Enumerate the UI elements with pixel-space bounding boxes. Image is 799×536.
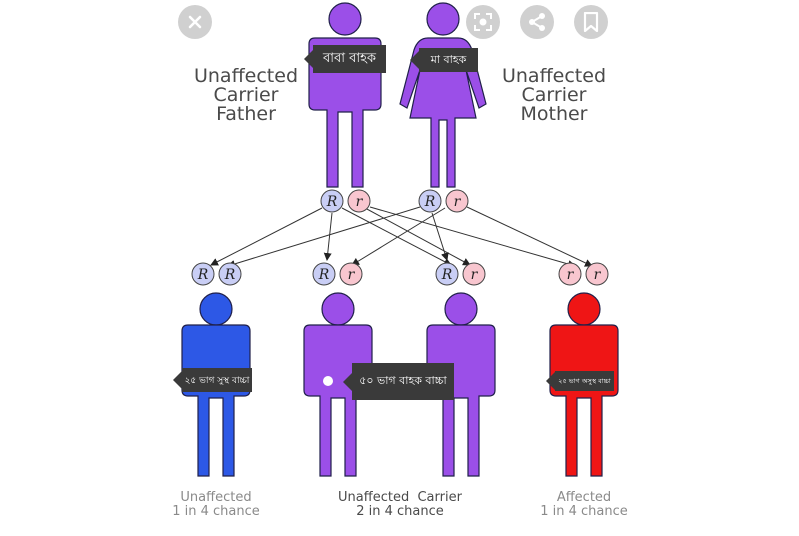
arrow	[341, 207, 452, 266]
allele-letter: r	[594, 267, 602, 283]
allele-circle	[445, 189, 469, 213]
father-figure	[308, 2, 382, 188]
arrow	[466, 206, 593, 267]
allele-letter: R	[441, 267, 453, 283]
allele-circle	[312, 262, 336, 286]
arrow	[351, 207, 446, 266]
child-figure-carrier-1	[303, 292, 373, 477]
allele-circle	[435, 262, 459, 286]
child-figure-carrier-2	[426, 292, 496, 477]
arrow	[369, 206, 576, 268]
close-button[interactable]	[178, 5, 212, 39]
caption-carrier: Unaffected Carrier 2 in 4 chance	[338, 490, 462, 519]
allele-circle	[585, 262, 609, 286]
allele-circle	[418, 189, 442, 213]
mother-alleles	[418, 189, 469, 213]
father-alleles	[320, 189, 371, 213]
child-figure-affected	[549, 292, 619, 477]
mother-label: Unaffected Carrier Mother	[501, 65, 607, 125]
allele-letter: R	[326, 194, 338, 210]
allele-circle	[347, 189, 371, 213]
mother-figure	[399, 2, 487, 188]
allele-letter: R	[318, 267, 330, 283]
bookmark-icon	[583, 12, 599, 32]
allele-circle	[558, 262, 582, 286]
allele-circle	[339, 262, 363, 286]
bookmark-button[interactable]	[574, 5, 608, 39]
allele-circle	[191, 262, 215, 286]
father-label: Unaffected Carrier Father	[193, 65, 299, 125]
share-button[interactable]	[520, 5, 554, 39]
caption-affected: Affected 1 in 4 chance	[540, 490, 628, 519]
lens-icon	[474, 13, 492, 31]
allele-letter: R	[424, 194, 436, 210]
lens-button[interactable]	[466, 5, 500, 39]
allele-letter: r	[454, 194, 462, 210]
affected-child-tag[interactable]: ২৫ ভাগ অসুস্থ বাচ্চা	[546, 371, 614, 391]
allele-letter: r	[348, 267, 356, 283]
child-figure-unaffected	[181, 292, 251, 477]
carrier-child-tag[interactable]: ৫০ ভাগ বাহক বাচ্চা	[343, 363, 454, 400]
arrow	[323, 212, 333, 261]
close-icon	[188, 15, 202, 29]
father-carrier-tag[interactable]: বাবা বাহক	[304, 45, 386, 73]
allele-circle	[320, 189, 344, 213]
arrow	[431, 212, 449, 261]
inheritance-arrows	[210, 206, 593, 268]
allele-letter: r	[471, 267, 479, 283]
allele-circle	[462, 262, 486, 286]
allele-letter: r	[356, 194, 364, 210]
hotspot-dot[interactable]	[323, 376, 333, 386]
allele-circle	[218, 262, 242, 286]
allele-letter: R	[224, 267, 236, 283]
healthy-child-tag[interactable]: ২৫ ভাগ সুস্থ বাচ্চা	[173, 368, 252, 392]
allele-letter: r	[567, 267, 575, 283]
arrow	[227, 206, 421, 268]
share-icon	[529, 13, 545, 31]
mother-carrier-tag[interactable]: মা বাহক	[410, 48, 478, 72]
child-alleles	[191, 262, 609, 286]
arrow	[210, 207, 323, 266]
arrow	[364, 207, 471, 266]
allele-letter: R	[197, 267, 209, 283]
caption-unaffected: Unaffected 1 in 4 chance	[172, 490, 260, 519]
